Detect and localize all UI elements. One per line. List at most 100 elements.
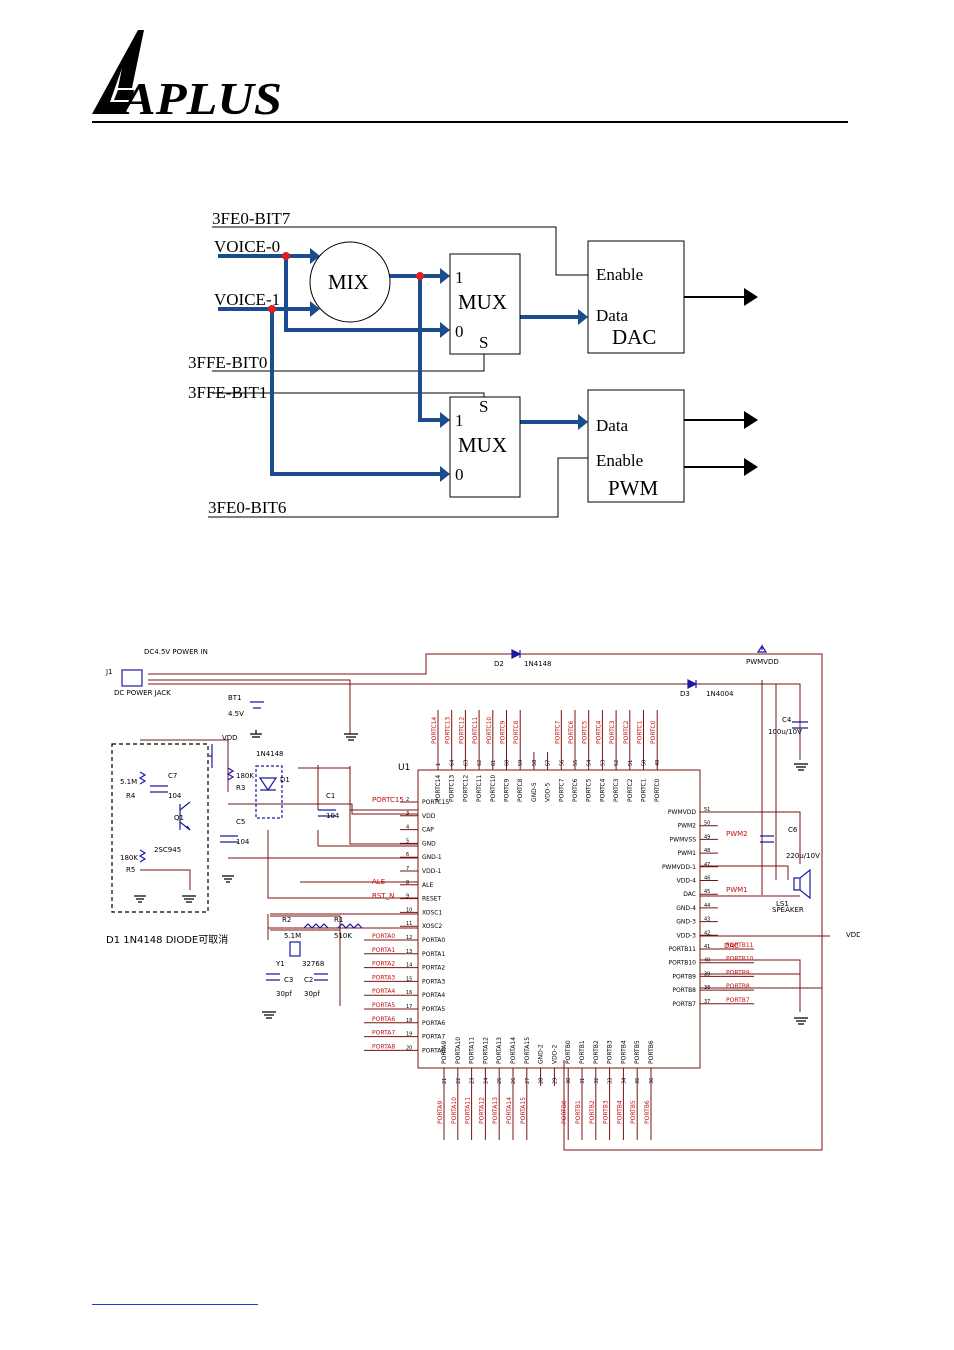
net-label: PORTA12 [478, 1097, 485, 1124]
sch-net-portc15: PORTC15 [372, 796, 404, 804]
sch-bt1: BT1 [228, 694, 242, 702]
mux-top-box [449, 253, 521, 355]
sch-q1-part: 2SC945 [154, 846, 181, 854]
net-label: PORTC3 [609, 720, 616, 744]
u1-pin-name: PORTB7 [672, 1001, 696, 1008]
u1-pin-name: PORTA9 [441, 1041, 448, 1064]
u1-pin-number: 35 [635, 1078, 641, 1084]
u1-pin-number: 54 [587, 760, 593, 766]
sch-c3: C3 [284, 976, 293, 984]
u1-pin-number: 1 [436, 763, 442, 766]
mux-bottom-box [449, 396, 521, 498]
u1-pin-name: VDD-5 [545, 782, 552, 802]
u1-pin-number: 30 [566, 1078, 572, 1084]
u1-pin-name: PWM1 [677, 850, 696, 857]
net-label: PORTB9 [726, 969, 750, 976]
u1-pin-name: PORTA0 [422, 937, 445, 944]
u1-pin-name: PORTC6 [572, 778, 579, 802]
u1-pin-number: 33 [608, 1078, 614, 1084]
net-label: PORTA1 [372, 947, 395, 954]
sch-jack: DC POWER JACK [114, 689, 171, 697]
net-label: PORTC14 [431, 717, 438, 744]
u1-pin-name: PORTA14 [510, 1037, 517, 1064]
aplus-logo: APLUS [92, 30, 282, 120]
u1-pin-number: 59 [518, 760, 524, 766]
u1-pin-name: GND-1 [422, 854, 442, 861]
sch-pwmvdd: PWMVDD [746, 658, 779, 666]
u1-pin-name: GND-3 [676, 919, 696, 926]
u1-pin-name: PORTC2 [627, 778, 634, 802]
u1-pin-number: 28 [539, 1078, 545, 1084]
label-voice1: VOICE-1 [214, 290, 280, 309]
u1-pin-number: 2 [406, 797, 409, 803]
u1-pin-number: 45 [704, 889, 710, 895]
u1-pin-name: PWMVSS [670, 836, 697, 843]
net-label: PORTB3 [603, 1100, 610, 1124]
logo-mark-cut [114, 90, 134, 100]
u1-pin-name: PORTA3 [422, 978, 445, 985]
sch-c6: C6 [788, 826, 798, 834]
u1-pin-number: 53 [600, 760, 606, 766]
net-label: PORTC5 [582, 720, 589, 744]
u1-pin-number: 56 [559, 760, 565, 766]
u1-pin-name: ALE [422, 882, 433, 889]
dac-box [587, 240, 685, 354]
net-label: PORTB1 [575, 1100, 582, 1124]
sch-y1-val: 32768 [302, 960, 324, 968]
u1-pin-name: PORTA4 [422, 992, 445, 999]
dac-label: DAC [612, 325, 656, 349]
sch-d1: D1 [280, 776, 290, 784]
mix-node [309, 241, 391, 323]
u1-pin-number: 40 [704, 958, 710, 964]
u1-pin-number: 51 [704, 807, 710, 813]
net-label: PORTB5 [630, 1100, 637, 1124]
u1-pin-number: 43 [704, 917, 710, 923]
sch-d3: D3 [680, 690, 690, 698]
sch-c4-val: 100u/10V [768, 728, 802, 736]
logo-text: APLUS [119, 73, 282, 120]
net-label: PORTA2 [372, 961, 395, 968]
u1-pin-number: 58 [532, 760, 538, 766]
u1-pin-name: PORTA1 [422, 951, 445, 958]
u1-pin-name: PORTB9 [672, 973, 696, 980]
footer-link-underline[interactable] [92, 1288, 258, 1305]
mux-bottom-sel: S [479, 397, 488, 416]
dac-enable: Enable [596, 265, 643, 284]
net-label: PORTA0 [372, 933, 395, 940]
sch-r2: R2 [282, 916, 291, 924]
u1-pin-number: 5 [406, 838, 409, 844]
u1-pin-number: 29 [552, 1078, 558, 1084]
sch-c5-val: 104 [236, 838, 250, 846]
u1-pin-name: PORTB11 [669, 946, 697, 953]
u1-pin-number: 22 [456, 1078, 462, 1084]
u1-pin-name: PORTB2 [593, 1040, 600, 1064]
u1-pin-number: 21 [442, 1078, 448, 1084]
u1-pin-number: 49 [655, 760, 661, 766]
sch-vdd-out: VDD [846, 931, 860, 939]
u1-pin-number: 7 [406, 866, 409, 872]
u1-pin-number: 25 [497, 1078, 503, 1084]
u1-pin-name: PORTB5 [634, 1040, 641, 1064]
u1-pin-number: 47 [704, 862, 710, 868]
u1-pin-number: 31 [580, 1078, 586, 1084]
net-label: PORTB2 [589, 1100, 596, 1124]
u1-pin-name: DAC [683, 891, 696, 898]
u1-pin-number: 11 [406, 921, 412, 927]
u1-pin-number: 6 [406, 852, 409, 858]
u1-pin-number: 46 [704, 876, 710, 882]
u1-pin-number: 34 [621, 1078, 627, 1084]
u1-pin-number: 39 [704, 971, 710, 977]
u1-pin-name: PORTA6 [422, 1020, 445, 1027]
sch-u1: U1 [398, 763, 410, 773]
sch-r1: R1 [334, 916, 343, 924]
label-3ffe-bit0: 3FFE-BIT0 [188, 353, 267, 372]
u1-pin-name: XOSC2 [422, 923, 442, 930]
u1-pin-name: PORTC11 [476, 775, 483, 802]
u1-pin-number: 60 [505, 760, 511, 766]
net-label: PORTA14 [506, 1097, 513, 1124]
u1-pin-number: 16 [406, 990, 412, 996]
u1-pin-name: VDD-4 [677, 878, 697, 885]
u1-pin-name: PORTB8 [672, 987, 696, 994]
u1-pin-name: VDD [422, 813, 436, 820]
net-label: PORTA11 [465, 1097, 472, 1124]
